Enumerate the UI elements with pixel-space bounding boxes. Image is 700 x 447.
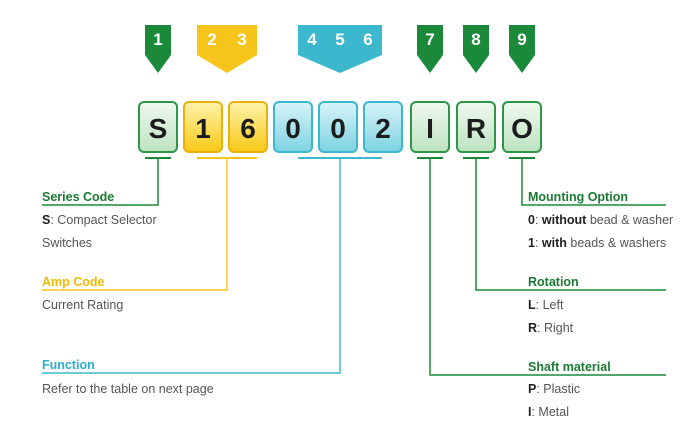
code-box-shaft: I	[410, 101, 450, 153]
leader-series	[42, 158, 159, 206]
badge-1: 1	[145, 25, 171, 55]
amp-code-line1: Current Rating	[42, 298, 124, 312]
mounting-option-1: 0: without bead & washer	[528, 213, 674, 227]
badge-4: 4	[298, 25, 326, 55]
code-box-rotation: R	[456, 101, 496, 153]
leader-rotation	[475, 158, 666, 291]
code-box-func-2: 0	[318, 101, 358, 153]
mounting-option-title: Mounting Option	[528, 190, 628, 204]
arrow-pointer-8	[463, 55, 489, 73]
series-code-title: Series Code	[42, 190, 115, 204]
badge-2: 2	[197, 25, 227, 55]
shaft-material-plastic: P: Plastic	[528, 382, 581, 396]
mounting-option-2: 1: with beads & washers	[528, 236, 667, 250]
arrow-pointer-2-3	[197, 55, 257, 73]
arrow-pointer-9	[509, 55, 535, 73]
code-box-series: S	[138, 101, 178, 153]
badge-7: 7	[417, 25, 443, 55]
code-box-amp-1: 1	[183, 101, 223, 153]
code-box-mounting: O	[502, 101, 542, 153]
shaft-material-title: Shaft material	[528, 360, 611, 374]
code-box-func-1: 0	[273, 101, 313, 153]
rotation-title: Rotation	[528, 275, 579, 289]
badge-3: 3	[227, 25, 257, 55]
arrow-pointer-4-5-6	[298, 55, 382, 73]
code-box-amp-2: 6	[228, 101, 268, 153]
code-box-func-3: 2	[363, 101, 403, 153]
badge-5: 5	[326, 25, 354, 55]
arrow-pointer-7	[417, 55, 443, 73]
series-code-line2: Switches	[42, 236, 93, 250]
leader-mounting	[521, 158, 666, 206]
badge-6: 6	[354, 25, 382, 55]
rotation-option-left: L: Left	[528, 298, 564, 312]
arrow-pointer-1	[145, 55, 171, 73]
badge-8: 8	[463, 25, 489, 55]
leader-amp	[42, 158, 228, 291]
amp-code-title: Amp Code	[42, 275, 105, 289]
leader-shaft	[429, 158, 666, 376]
shaft-material-metal: I: Metal	[528, 405, 569, 419]
rotation-option-right: R: Right	[528, 321, 574, 335]
badge-9: 9	[509, 25, 535, 55]
function-line1: Refer to the table on next page	[42, 382, 214, 396]
function-title: Function	[42, 358, 95, 372]
series-code-line1: S: Compact Selector	[42, 213, 157, 227]
leader-function	[42, 158, 341, 374]
